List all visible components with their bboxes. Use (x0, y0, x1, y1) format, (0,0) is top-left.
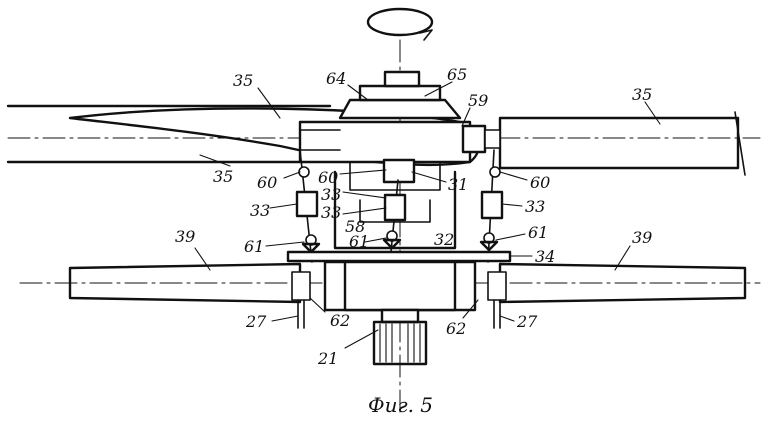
label-61-right: 61 (528, 223, 548, 242)
label-33-right: 33 (525, 197, 545, 216)
label-60-right: 60 (530, 173, 550, 192)
bracket-27 (297, 299, 501, 329)
label-58: 58 (345, 217, 365, 236)
label-32: 32 (434, 230, 454, 249)
label-27-left: 27 (245, 312, 267, 331)
label-61-center: 61 (349, 232, 369, 251)
label-33-left: 33 (250, 201, 270, 220)
label-31: 31 (448, 175, 468, 194)
label-21: 21 (317, 349, 338, 368)
label-65: 65 (447, 65, 467, 84)
label-27-right: 27 (516, 312, 538, 331)
right-pitch-link (479, 149, 504, 263)
label-61-left: 61 (244, 237, 264, 256)
label-59: 59 (468, 91, 488, 110)
left-pitch-link (295, 149, 321, 263)
drive-shaft (372, 308, 428, 366)
label-34: 34 (535, 247, 555, 266)
label-60-center: 60 (318, 168, 338, 187)
swash-plate (286, 250, 512, 263)
label-39-left: 39 (175, 227, 195, 246)
label-35-upper-left: 35 (233, 71, 253, 90)
label-35-left: 35 (213, 167, 233, 186)
label-35-upper-right: 35 (632, 85, 652, 104)
figure-caption: Фиг. 5 (368, 393, 433, 417)
label-60-left: 60 (257, 173, 277, 192)
label-62-left: 62 (330, 311, 350, 330)
label-39-right: 39 (632, 228, 652, 247)
support-frame (333, 170, 457, 250)
lower-hub (291, 260, 507, 312)
center-pitch-link (382, 158, 416, 263)
label-64: 64 (326, 69, 346, 88)
upper-hub (298, 70, 501, 191)
rotation-arrow (366, 7, 434, 41)
label-33-center-upper: 33 (321, 185, 341, 204)
label-62-right: 62 (446, 319, 466, 338)
label-33-center-lower: 33 (321, 203, 341, 222)
upper-right-blade (498, 111, 746, 176)
leader-lines (194, 81, 661, 349)
